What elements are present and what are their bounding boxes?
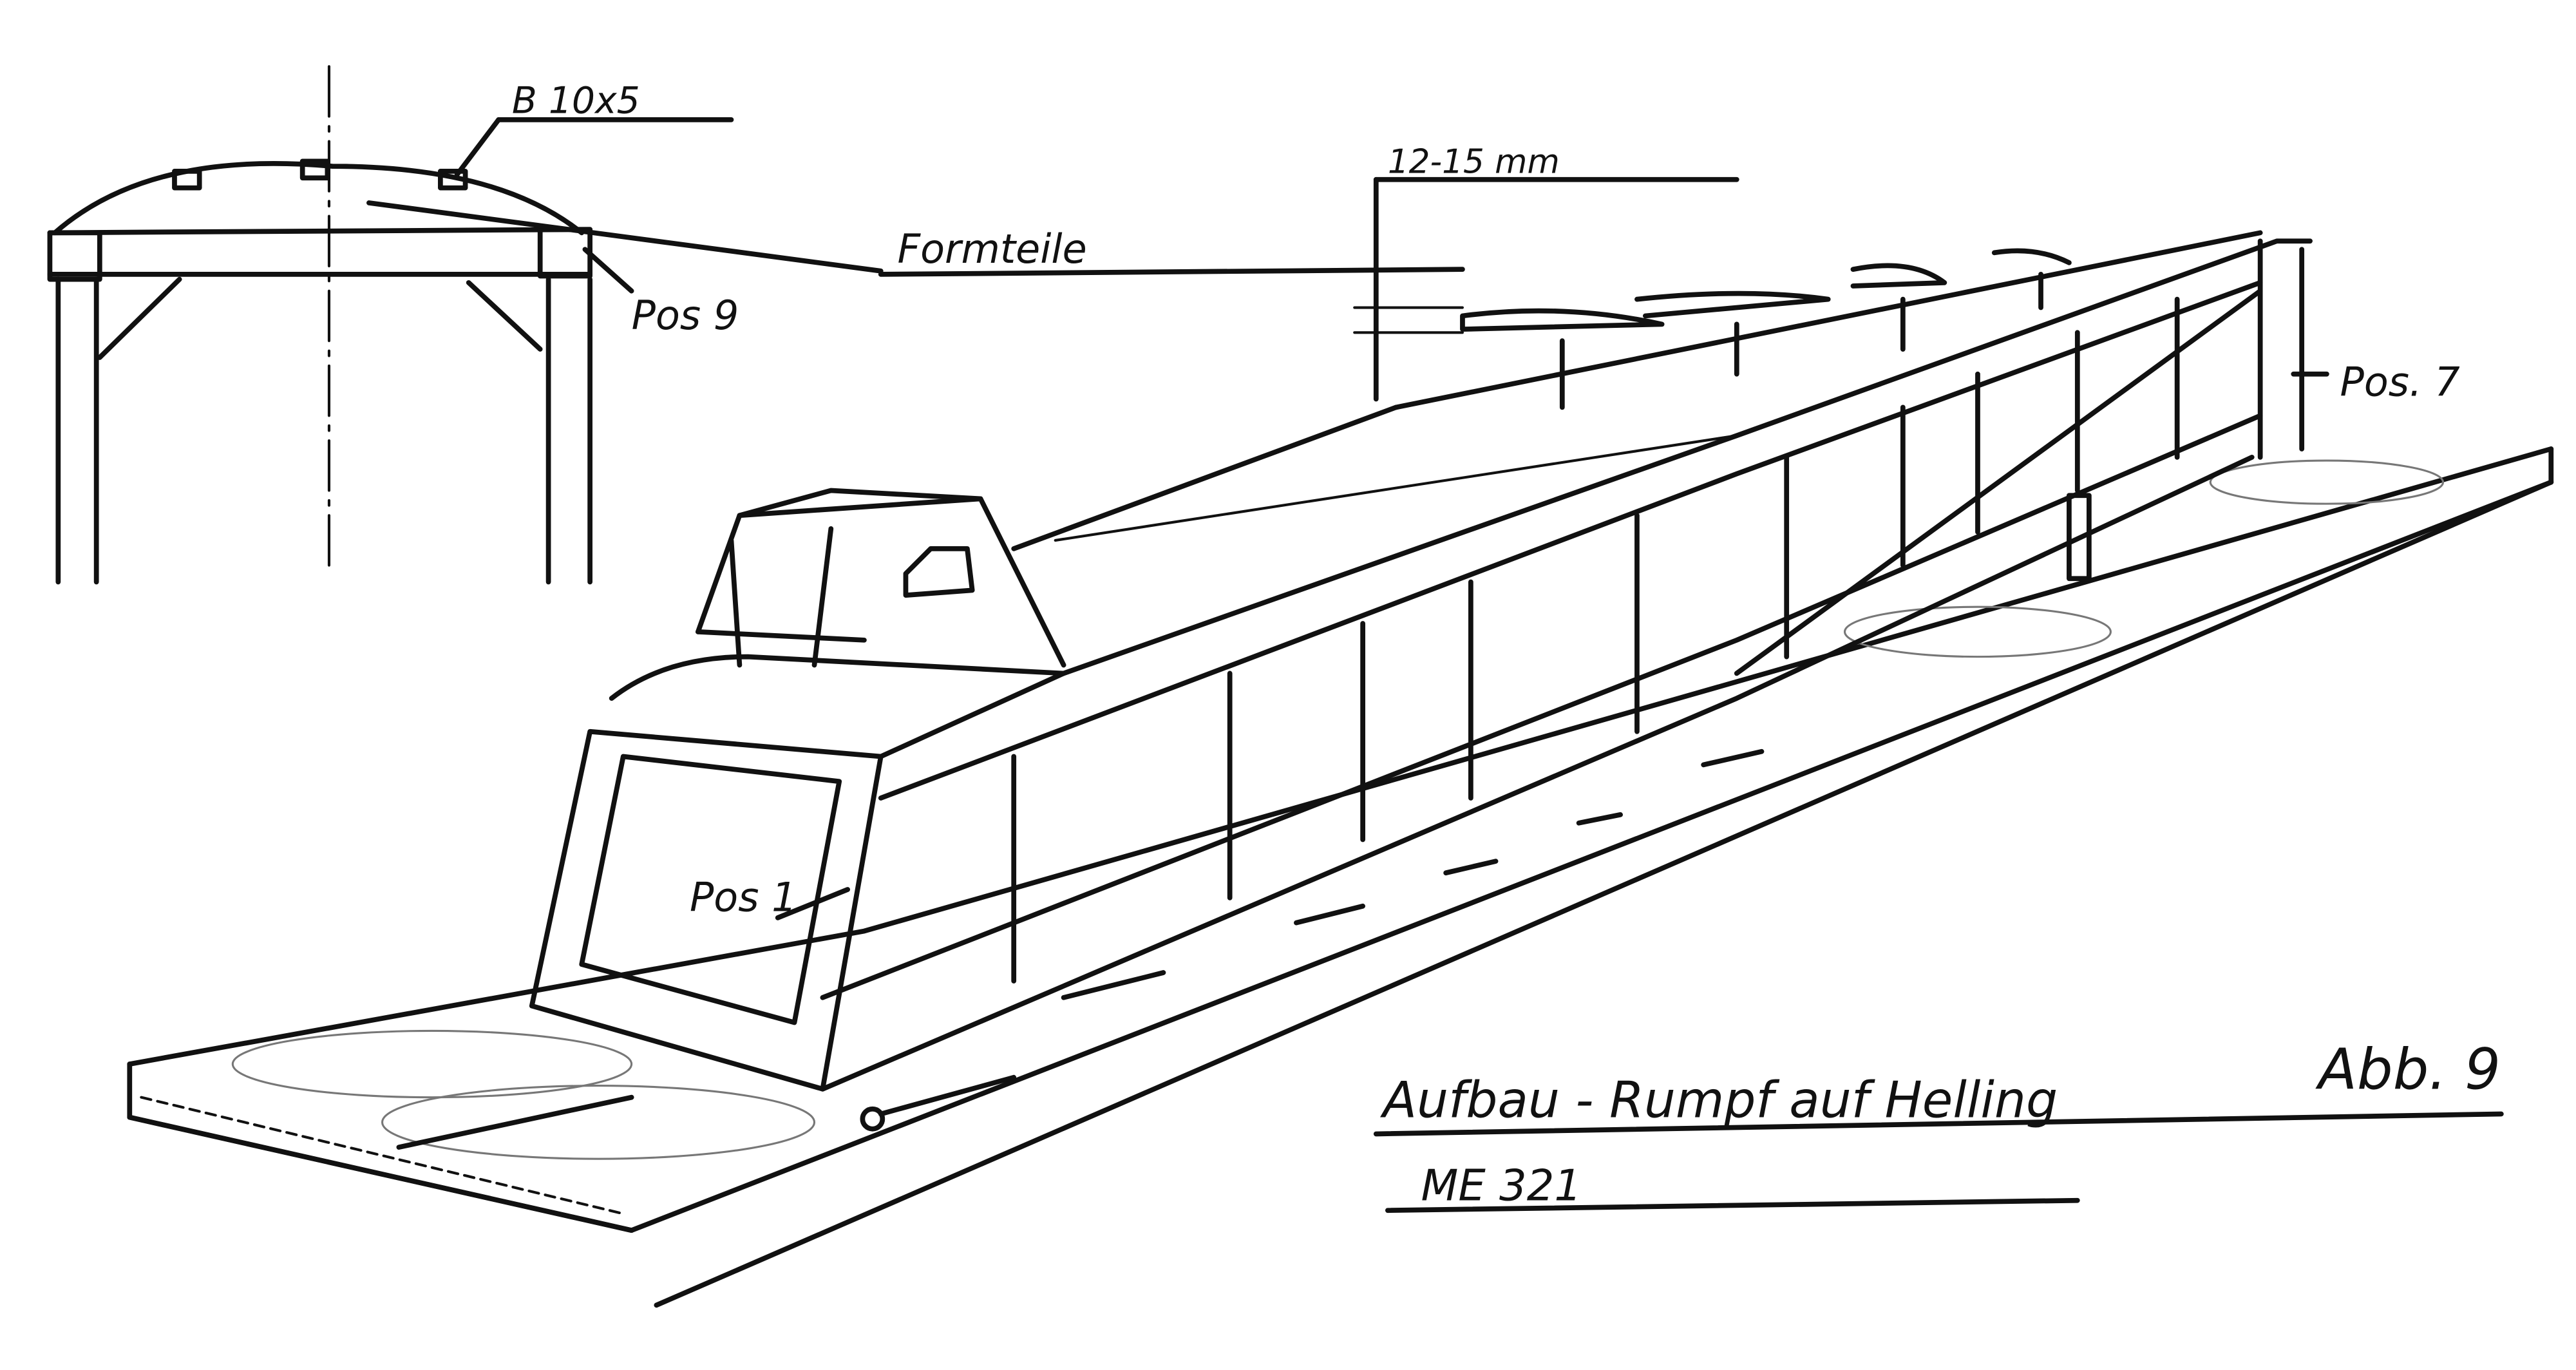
label-dimension: 12-15 mm [1388, 142, 1560, 181]
drawing-title: Aufbau - Rumpf auf Helling [1379, 1072, 2058, 1130]
building-board [127, 446, 2554, 1308]
model-underline [1385, 1197, 2080, 1213]
title-underline [1373, 1111, 2504, 1137]
label-formteile: Formteile [898, 226, 1087, 272]
model-number: ME 321 [1421, 1161, 1582, 1211]
cross-section-view [47, 65, 1465, 585]
label-pos7: Pos. 7 [2340, 359, 2460, 405]
figure-number: Abb. 9 [2315, 1037, 2501, 1103]
label-pos1: Pos 1 [690, 875, 797, 921]
label-pos9: Pos 9 [632, 292, 739, 339]
fuselage-frame [529, 176, 2329, 1132]
label-strip-size: B 10x5 [512, 80, 640, 122]
